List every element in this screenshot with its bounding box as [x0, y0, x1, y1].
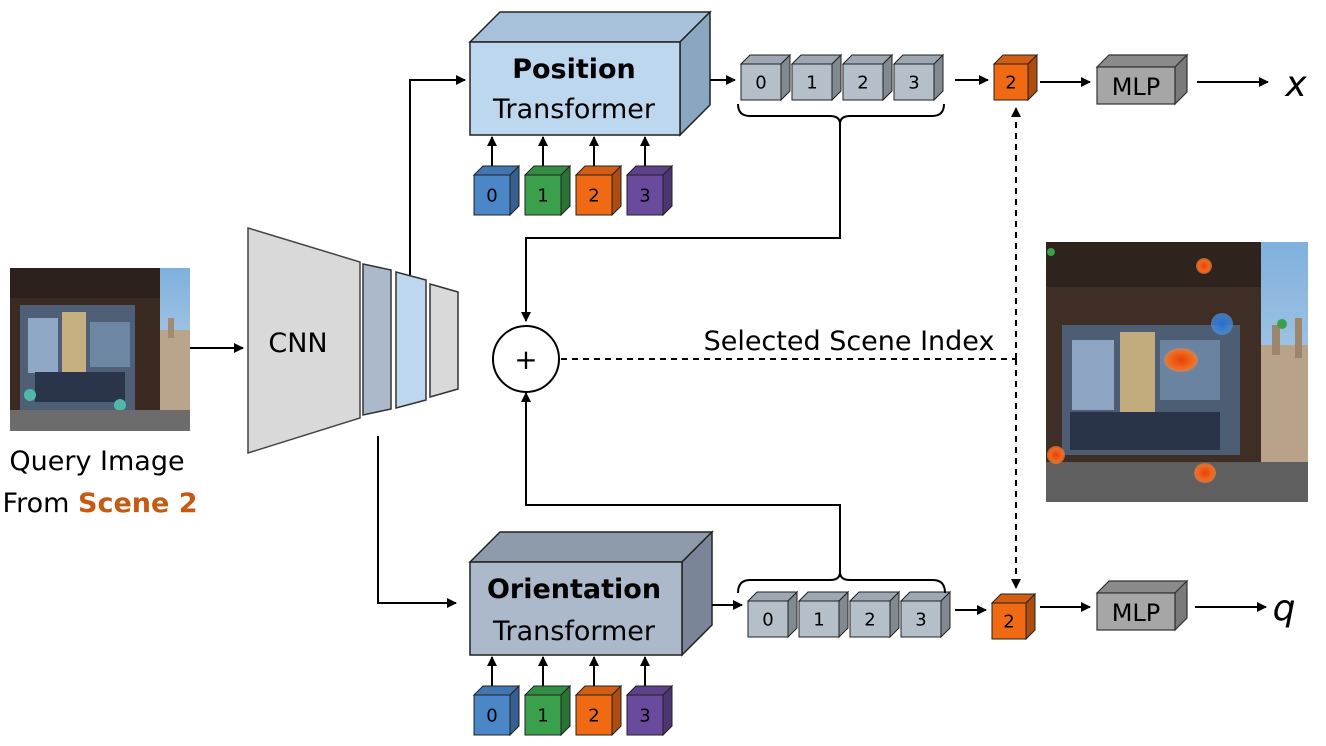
orientation-transformer-title: Orientation: [487, 574, 661, 605]
position-token-brace: [737, 103, 945, 125]
orientation-transformer-subtitle: Transformer: [492, 616, 656, 647]
orientation-output-tokens: 0 1 2 3: [746, 590, 952, 639]
position-scene-tokens: 0 1 2 3: [472, 136, 674, 217]
scene-token-1: 1: [523, 164, 572, 217]
orientation-mlp-label: MLP: [1112, 599, 1161, 627]
output-token-0: 0: [746, 590, 799, 639]
scene-token-3-label: 3: [639, 185, 650, 206]
scene-token-1-label: 1: [537, 185, 548, 206]
selected-token: 2: [990, 592, 1037, 641]
query-caption-prefix: From: [3, 488, 78, 519]
position-transformer-title: Position: [512, 54, 636, 85]
position-selected-token: 2: [992, 53, 1039, 102]
query-caption-line1: Query Image: [9, 446, 184, 477]
position-output-tokens: 0 1 2 3: [739, 53, 945, 102]
position-feedback-line: [521, 124, 841, 322]
selected-scene-index-label-bg: [690, 320, 1008, 356]
position-mlp-front: [1096, 66, 1176, 105]
arrow-cnn-to-orientation: [377, 436, 457, 608]
orientation-transformer-front: [469, 561, 683, 656]
output-token-2: 2: [848, 590, 901, 639]
scene-token-1-label: 1: [537, 705, 548, 726]
orientation-mlp-front: [1096, 592, 1176, 631]
position-transformer-front: [469, 41, 681, 136]
output-token-1: 1: [790, 53, 843, 102]
position-transformer-subtitle: Transformer: [492, 94, 656, 125]
output-token-3-label: 3: [908, 72, 919, 93]
output-token-3-label: 3: [915, 609, 926, 630]
query-scene-label: Scene 2: [78, 488, 197, 519]
output-token-1-label: 1: [813, 609, 824, 630]
combine-symbol: +: [514, 343, 537, 376]
query-image: [10, 268, 190, 431]
output-token-2-label: 2: [857, 72, 868, 93]
selected-token-label: 2: [1003, 611, 1014, 632]
orientation-feedback-line: [521, 392, 841, 572]
scene-token-3: 3: [625, 684, 674, 737]
scene-token-0-label: 0: [486, 185, 497, 206]
scene-token-3: 3: [625, 164, 674, 217]
scene-token-1: 1: [523, 684, 572, 737]
cnn-block: [247, 226, 459, 455]
scene-token-0-label: 0: [486, 705, 497, 726]
orientation-token-brace: [737, 571, 946, 594]
orientation-selected-token: 2: [990, 592, 1037, 641]
output-x-label: x: [1284, 64, 1307, 105]
scene-token-2: 2: [574, 684, 623, 737]
selected-scene-index-label: Selected Scene Index: [704, 326, 995, 357]
output-token-0: 0: [739, 53, 792, 102]
scene-token-3-label: 3: [639, 705, 650, 726]
orientation-transformer: [468, 530, 714, 657]
position-mlp-label: MLP: [1112, 73, 1161, 101]
output-token-3: 3: [899, 590, 952, 639]
scene-token-0: 0: [472, 164, 521, 217]
output-token-1-label: 1: [806, 72, 817, 93]
arrow-cnn-to-position: [409, 75, 466, 275]
scene-token-2-label: 2: [588, 705, 599, 726]
output-token-2-label: 2: [864, 609, 875, 630]
position-mlp: [1095, 53, 1189, 106]
output-token-1: 1: [797, 590, 850, 639]
orientation-scene-tokens: 0 1 2 3: [472, 656, 674, 737]
scene-token-0: 0: [472, 684, 521, 737]
combine-node: [492, 325, 560, 393]
cnn-label: CNN: [268, 328, 327, 359]
output-token-0-label: 0: [762, 609, 773, 630]
selected-token: 2: [992, 53, 1039, 102]
output-token-0-label: 0: [755, 72, 766, 93]
output-token-3: 3: [892, 53, 945, 102]
scene-token-2: 2: [574, 164, 623, 217]
position-transformer: [468, 10, 712, 137]
selected-token-label: 2: [1005, 72, 1016, 93]
output-token-2: 2: [841, 53, 894, 102]
attention-map-image: [1046, 242, 1308, 502]
orientation-mlp: [1095, 579, 1189, 632]
scene-token-2-label: 2: [588, 185, 599, 206]
output-q-label: q: [1273, 588, 1296, 629]
query-caption-line2: From Scene 2: [3, 488, 198, 519]
